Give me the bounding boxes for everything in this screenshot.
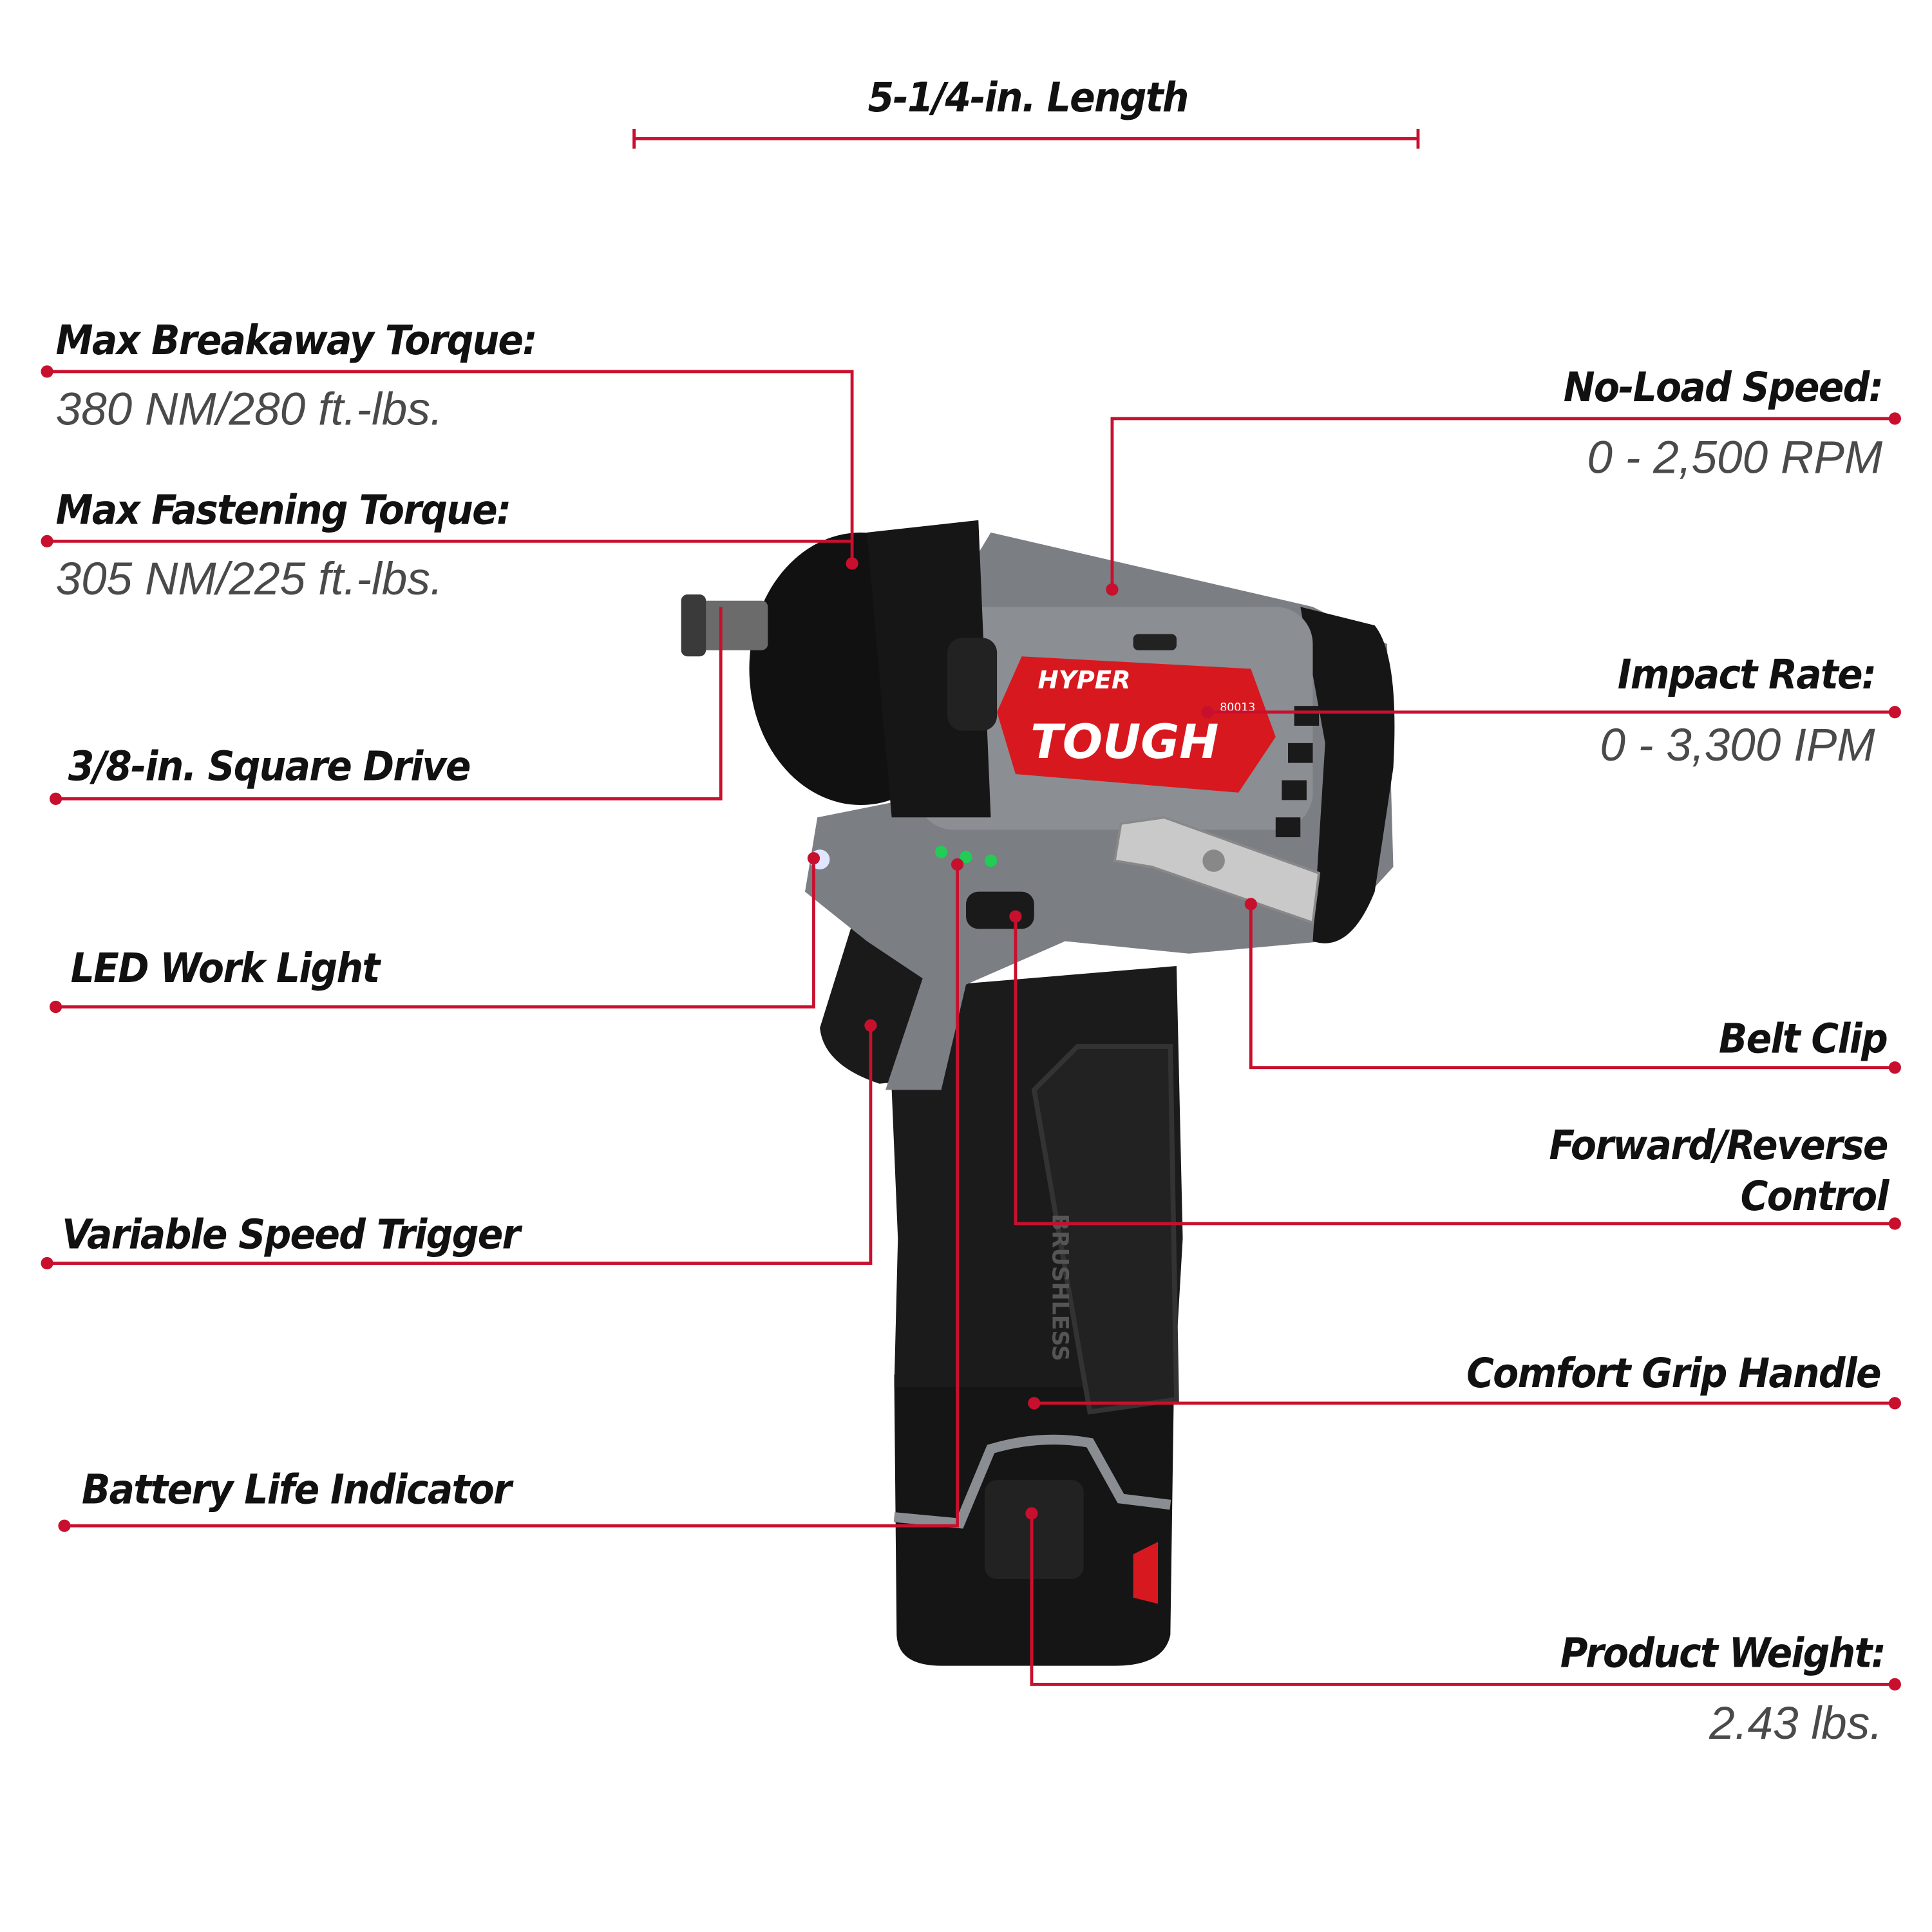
battery-led	[960, 851, 972, 864]
square-drive-label: 3/8-in. Square Drive	[68, 741, 471, 790]
impact-rate-value: 0 - 3,300 IPM	[1600, 719, 1875, 771]
forward-reverse-label-2: Control	[1739, 1171, 1889, 1220]
fastening-torque-value: 305 NM/225 ft.-lbs.	[55, 553, 443, 605]
callout-dots	[41, 365, 1901, 1691]
logo-text: HYPER	[1038, 666, 1131, 695]
battery-led	[934, 846, 948, 858]
brand-logo	[997, 656, 1276, 793]
impact-wrench: BRUSHLESS HYPER TOUGH 80013	[681, 520, 1395, 1666]
logo-text: TOUGH	[1030, 715, 1218, 770]
product-weight-label: Product Weight:	[1560, 1628, 1886, 1677]
length-dimension-line	[632, 129, 1420, 149]
comfort-grip-label: Comfort Grip Handle	[1466, 1349, 1881, 1397]
belt-clip-label: Belt Clip	[1719, 1014, 1889, 1063]
breakaway-torque-label: Max Breakaway Torque:	[55, 316, 538, 365]
trigger-label: Variable Speed Trigger	[62, 1209, 520, 1258]
no-load-speed-label: No-Load Speed:	[1563, 363, 1884, 412]
forward-reverse-button	[966, 891, 1034, 929]
battery-indicator-label: Battery Life Indicator	[81, 1465, 512, 1514]
battery-led	[984, 854, 998, 867]
battery-trim	[893, 1434, 1171, 1529]
forward-reverse-label: Forward/Reverse	[1549, 1121, 1888, 1170]
length-label: 5-1/4-in. Length	[867, 73, 1189, 122]
grip-text: BRUSHLESS	[1047, 1214, 1073, 1361]
impact-rate-label: Impact Rate:	[1616, 650, 1876, 699]
breakaway-torque-value: 380 NM/280 ft.-lbs.	[55, 384, 443, 435]
led-work-light-label: LED Work Light	[70, 943, 381, 992]
fastening-torque-label: Max Fastening Torque:	[55, 485, 512, 534]
no-load-speed-value: 0 - 2,500 RPM	[1587, 432, 1883, 484]
product-weight-value: 2.43 lbs.	[1709, 1698, 1883, 1749]
square-drive	[693, 600, 768, 650]
callout-lines	[47, 129, 1895, 1686]
